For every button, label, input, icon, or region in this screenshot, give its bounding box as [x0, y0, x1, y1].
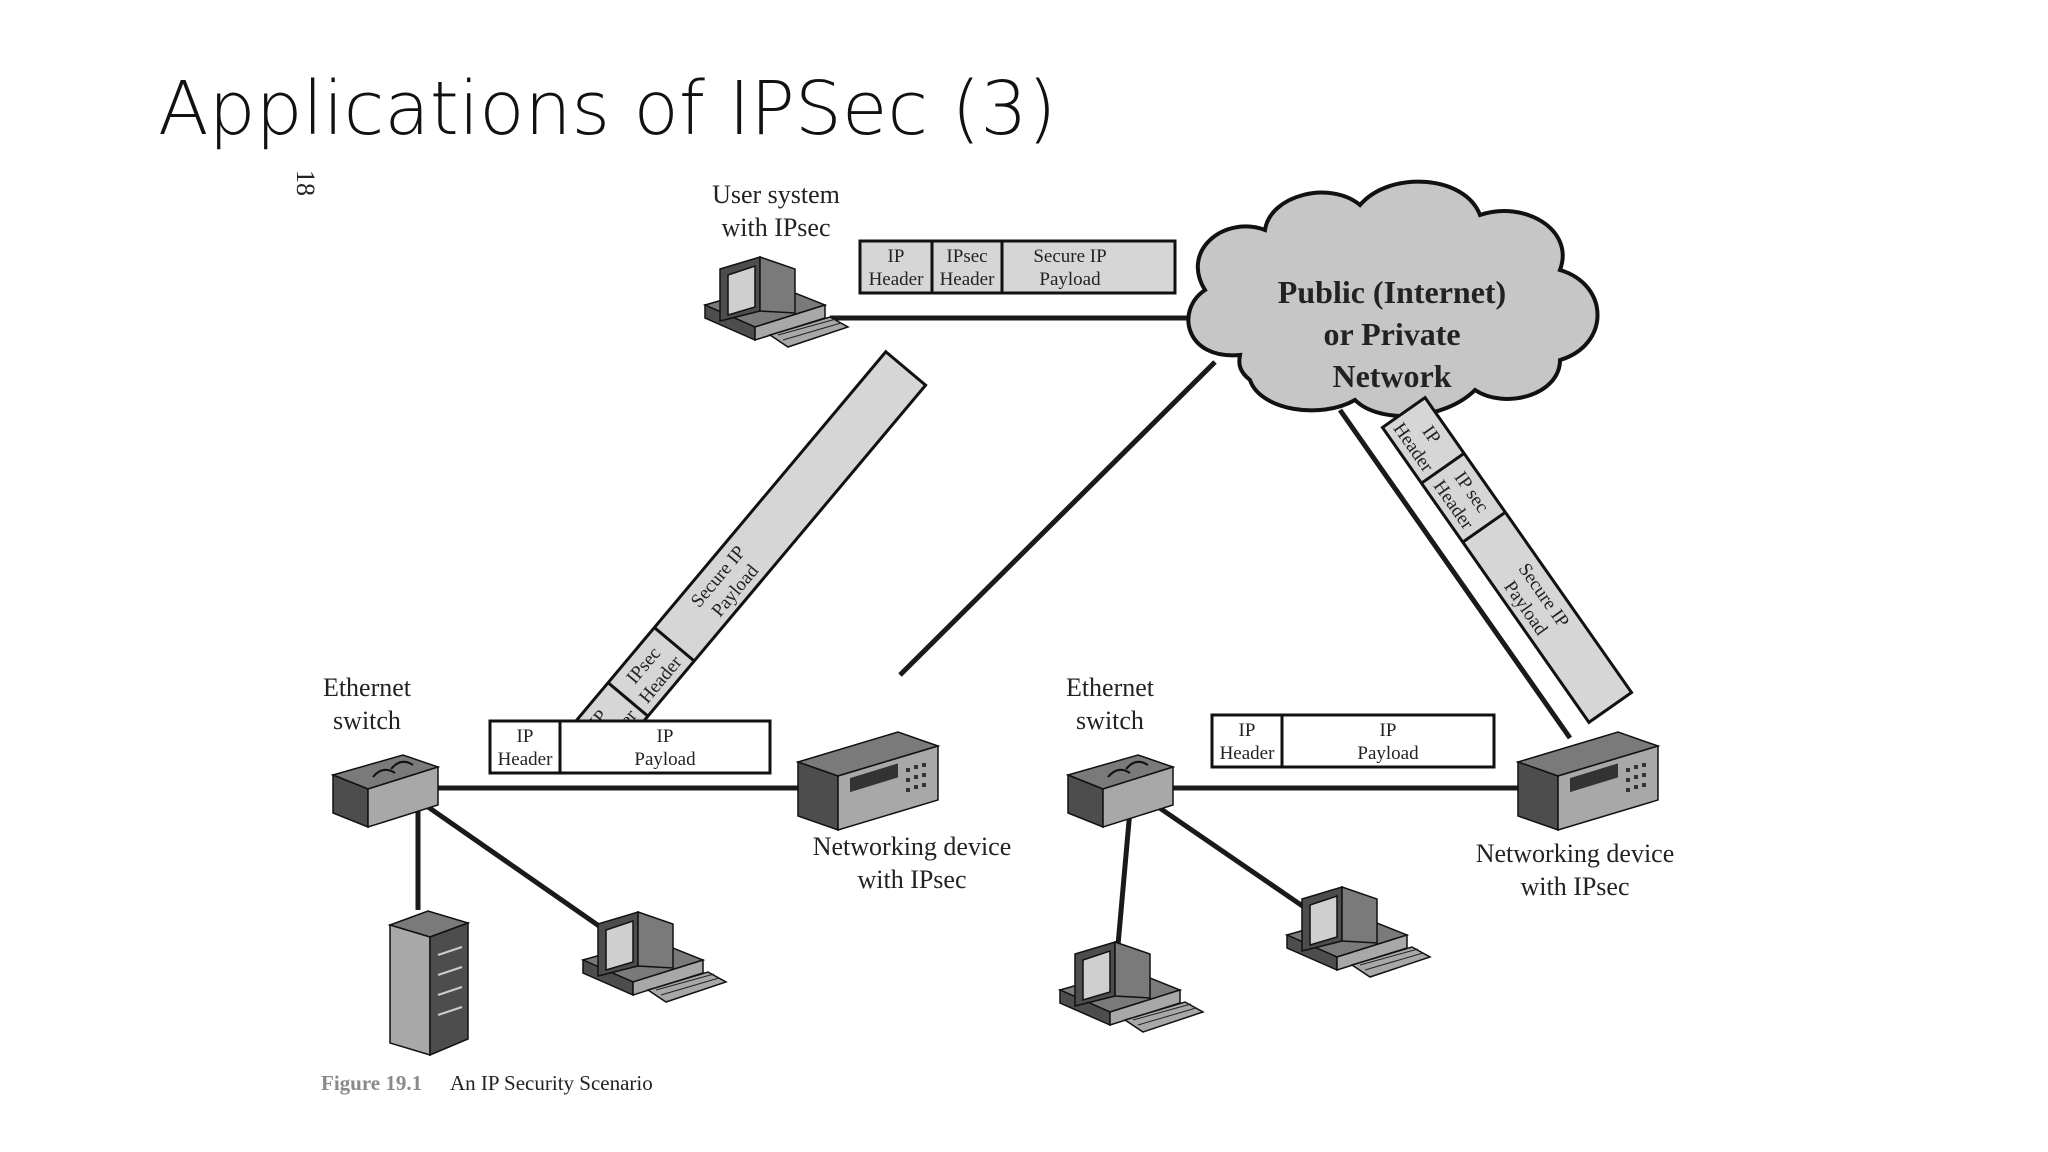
cloud-label-line1: Public (Internet) [1278, 274, 1506, 310]
cloud-shape [1186, 179, 1600, 418]
figure-caption: Figure 19.1 An IP Security Scenario [321, 1071, 653, 1095]
figure-caption-text: An IP Security Scenario [450, 1071, 653, 1095]
link-cloud-to-right-device [1337, 408, 1573, 740]
right-switch-label-line1: Ethernet [1066, 673, 1155, 702]
plain-packet-right-frame [1210, 713, 1496, 769]
packet-payload-l2: Payload [1039, 269, 1101, 290]
left-site: Ethernet switch [323, 673, 1012, 1057]
packet-ipsec-header-l2: Header [940, 269, 996, 290]
networking-device-icon [1515, 731, 1661, 832]
left-device-label-line2: with IPsec [857, 865, 966, 894]
plain-packet-right: IP Header IP Payload [1210, 713, 1496, 769]
right-switch-label-line2: switch [1076, 706, 1144, 735]
slide-title: Applications of IPSec (3) [158, 66, 1057, 152]
public-private-network-cloud: Public (Internet) or Private Network [1186, 179, 1600, 418]
left-switch-label-line1: Ethernet [323, 673, 412, 702]
cloud-label-line3: Network [1332, 358, 1451, 394]
ethernet-switch-icon [1065, 754, 1176, 829]
packet-ip-header-l2: Header [869, 269, 925, 290]
page-marker: 18 [291, 170, 320, 196]
right-device-label-line1: Networking device [1476, 839, 1675, 868]
figure-number: Figure 19.1 [321, 1071, 422, 1095]
right-site: Ethernet switch [1057, 673, 1675, 1033]
link-left-switch-to-workstation [416, 797, 614, 938]
cloud-label-line2: or Private [1323, 316, 1460, 352]
packet-payload-l1: IP [657, 726, 674, 747]
user-system-label-line1: User system [712, 180, 840, 209]
left-switch-label-line2: switch [333, 706, 401, 735]
link-left-device-to-cloud [898, 360, 1217, 677]
link-right-switch-to-workstation-b [1146, 797, 1322, 921]
secure-packet-top-frame [858, 239, 1177, 295]
packet-ip-header-l1: IP [888, 246, 905, 267]
workstation-icon [1284, 885, 1432, 978]
packet-ip-header-l1: IP [517, 726, 534, 747]
packet-ip-header-l1: IP [1239, 720, 1256, 741]
plain-packet-left: IP Header IP Payload [488, 719, 772, 775]
workstation-icon [702, 255, 850, 348]
packet-ip-header-l2: Header [498, 749, 554, 770]
workstation-icon [1057, 940, 1205, 1033]
packet-ip-header-l2: Header [1220, 743, 1276, 764]
secure-packet-right: IP Header IP sec Header Secure IP Payloa… [1380, 395, 1634, 725]
user-system-label-line2: with IPsec [721, 213, 830, 242]
packet-payload-l2: Payload [634, 749, 696, 770]
right-device-label-line2: with IPsec [1520, 872, 1629, 901]
workstation-icon [580, 910, 728, 1003]
left-device-label-line1: Networking device [813, 832, 1012, 861]
networking-device-icon [795, 731, 941, 832]
packet-payload-l2: Payload [1357, 743, 1419, 764]
packet-payload-l1: IP [1380, 720, 1397, 741]
server-tower-icon [387, 910, 471, 1057]
packet-payload-l1: Secure IP [1033, 246, 1106, 267]
secure-packet-top: IP Header IPsec Header Secure IP Payload [858, 239, 1177, 295]
secure-packet-right-frame [1380, 395, 1634, 725]
plain-packet-left-frame [488, 719, 772, 775]
link-right-switch-to-workstation-a [1115, 809, 1133, 946]
user-system: User system with IPsec [702, 180, 850, 348]
network-links [415, 315, 1573, 946]
secure-packet-left: IP Header IPsec Header Secure IP Payload [562, 349, 928, 771]
ethernet-switch-icon [330, 754, 441, 829]
packet-ipsec-header-l1: IPsec [946, 246, 987, 267]
